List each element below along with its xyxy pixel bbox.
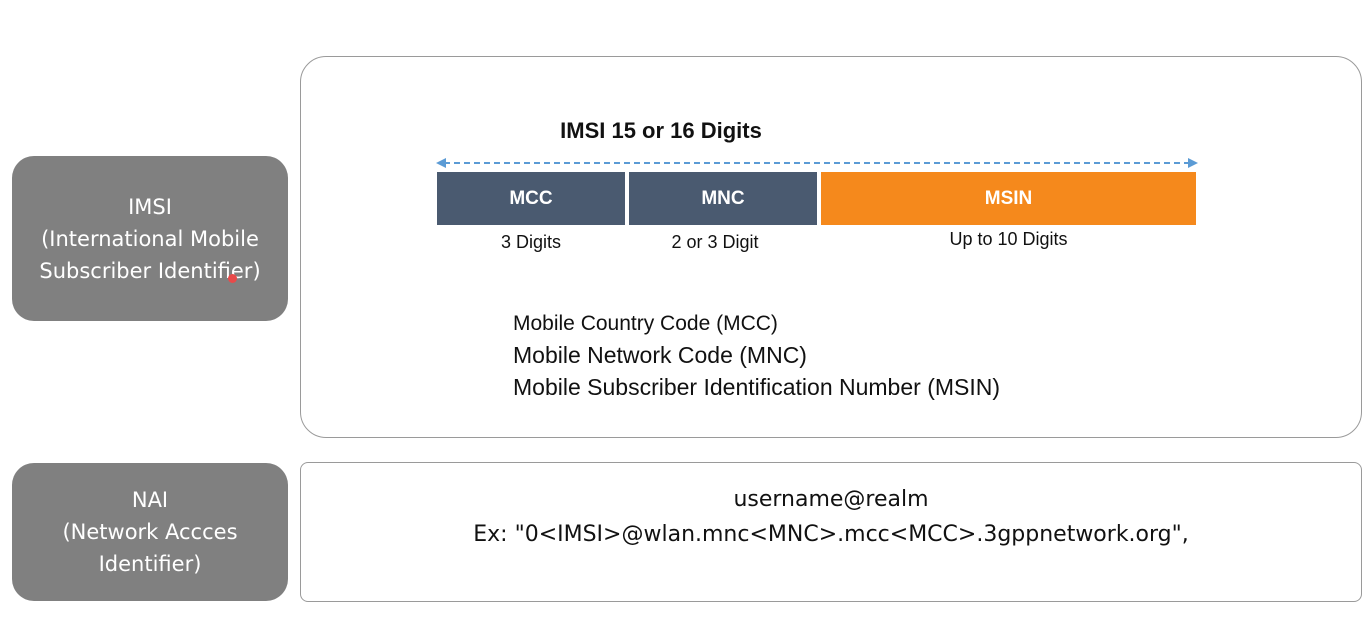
imsi-span-arrow — [436, 158, 1198, 168]
nai-label-box: NAI (Network Accces Identifier) — [12, 463, 288, 601]
nai-label-title: NAI — [131, 488, 169, 512]
definition-mcc: Mobile Country Code (MCC) — [513, 312, 778, 335]
pointer-dot — [228, 274, 237, 283]
segment-mcc: MCC — [437, 172, 625, 225]
definition-msin: Mobile Subscriber Identification Number … — [513, 374, 1001, 400]
imsi-panel — [300, 56, 1362, 438]
nai-label-line1: (Network Accces — [62, 520, 238, 544]
segment-mnc: MNC — [629, 172, 817, 225]
imsi-label-title: IMSI — [128, 194, 172, 219]
imsi-label-box: IMSI (International Mobile Subscriber Id… — [12, 156, 288, 321]
segment-mcc-caption: 3 Digits — [500, 232, 562, 252]
nai-panel — [300, 462, 1362, 602]
nai-format-text: username@realm — [733, 487, 929, 512]
segment-msin: MSIN — [821, 172, 1196, 225]
segment-mnc-caption: 2 or 3 Digit — [671, 232, 759, 252]
imsi-label-line1: (International Mobile — [41, 226, 259, 251]
imsi-label-line2: Subscriber Identifier) — [39, 258, 261, 283]
definition-mnc: Mobile Network Code (MNC) — [513, 342, 807, 368]
nai-label-line2: Identifier) — [98, 552, 202, 576]
segment-msin-caption: Up to 10 Digits — [949, 229, 1068, 249]
nai-example-text: Ex: "0<IMSI>@wlan.mnc<MNC>.mcc<MCC>.3gpp… — [473, 522, 1189, 547]
imsi-structure-title: IMSI 15 or 16 Digits — [560, 118, 762, 143]
